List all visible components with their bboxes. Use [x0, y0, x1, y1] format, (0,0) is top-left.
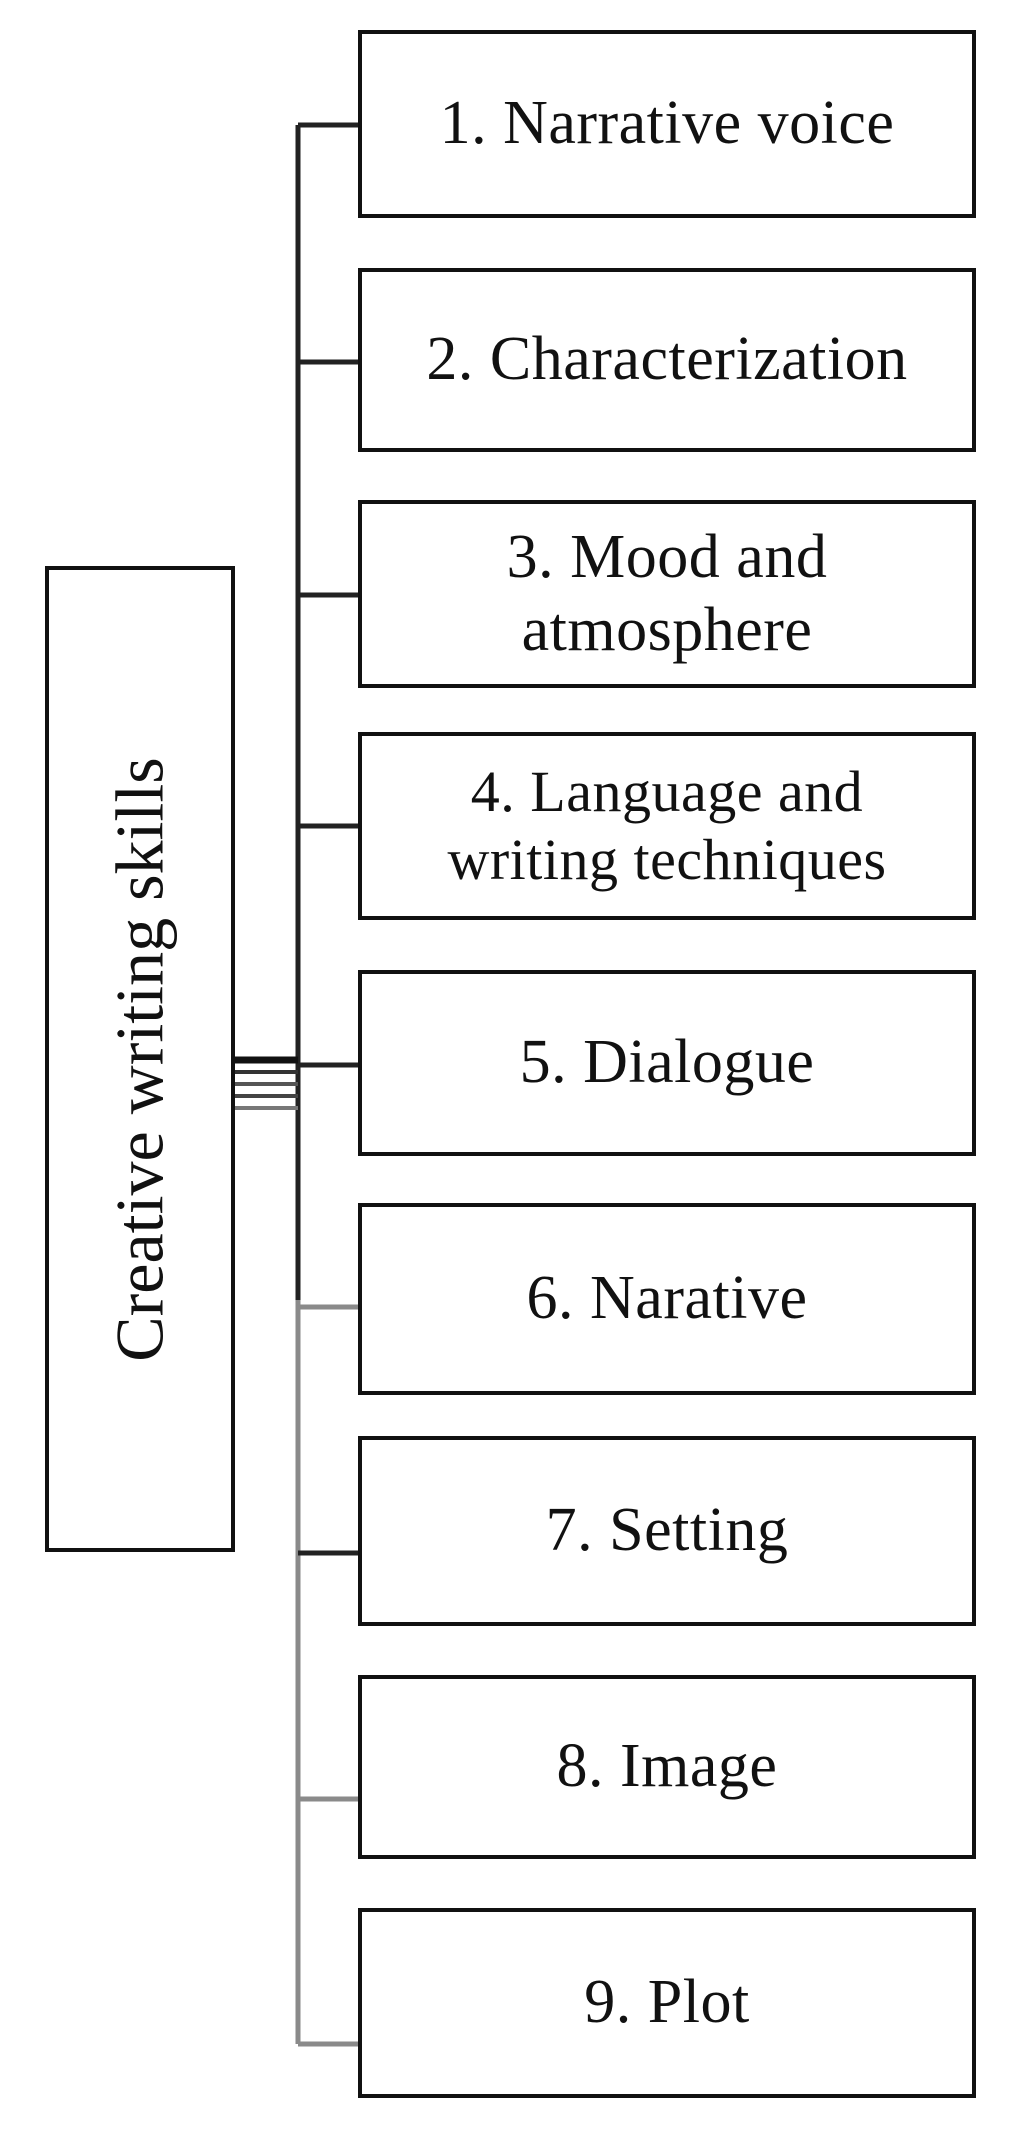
- skill-label: 9. Plot: [584, 1968, 750, 2037]
- skill-label: 3. Mood and atmosphere: [506, 522, 828, 664]
- skill-node-3: 3. Mood and atmosphere: [358, 500, 976, 688]
- skill-node-8: 8. Image: [358, 1675, 976, 1859]
- skill-node-2: 2. Characterization: [358, 268, 976, 452]
- skill-node-9: 9. Plot: [358, 1908, 976, 2098]
- skill-label: 4. Language and writing techniques: [447, 758, 887, 892]
- root-label: Creative writing skills: [101, 756, 178, 1362]
- skill-node-5: 5. Dialogue: [358, 970, 976, 1156]
- skill-label: 6. Narative: [526, 1264, 808, 1333]
- skill-label: 2. Characterization: [426, 325, 908, 394]
- skill-node-6: 6. Narative: [358, 1203, 976, 1395]
- skill-label: 7. Setting: [545, 1496, 789, 1565]
- skill-label: 1. Narrative voice: [439, 89, 895, 158]
- skill-node-1: 1. Narrative voice: [358, 30, 976, 218]
- skill-node-4: 4. Language and writing techniques: [358, 732, 976, 920]
- skill-node-7: 7. Setting: [358, 1436, 976, 1626]
- skill-label: 5. Dialogue: [519, 1028, 815, 1097]
- skill-label: 8. Image: [556, 1732, 778, 1801]
- root-node: Creative writing skills: [45, 566, 235, 1552]
